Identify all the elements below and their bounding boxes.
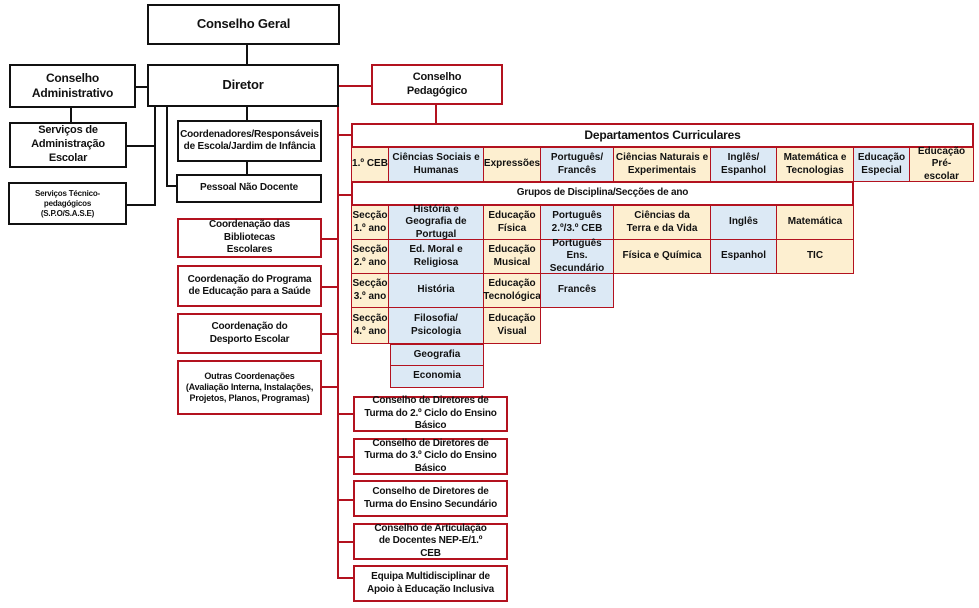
node-conselho-geral[interactable]: Conselho Geral: [147, 4, 340, 45]
node-conselho-administrativo[interactable]: Conselho Administrativo: [9, 64, 136, 108]
groups-title: Grupos de Disciplina/Secções de ano: [351, 181, 854, 206]
connector-diretor-pedagogico: [337, 85, 371, 87]
node-servicos-tecnico[interactable]: Serviços Técnico-pedagógicos (S.P.O/S.A.…: [8, 182, 127, 225]
connector-diretor-coordenadores: [246, 106, 248, 120]
group-cell[interactable]: Português Ens. Secundário: [540, 238, 614, 274]
department-cell[interactable]: Ciências Naturais e Experimentais: [613, 147, 711, 182]
group-cell[interactable]: Francês: [540, 273, 614, 308]
council-item[interactable]: Conselho de Diretores de Turma do Ensino…: [353, 480, 508, 517]
node-servicos-administracao[interactable]: Serviços de Administração Escolar: [9, 122, 127, 168]
department-cell[interactable]: Educação Pré-escolar: [909, 146, 974, 182]
connector-red-trunk: [337, 106, 339, 578]
connector-pedagogico-departments: [435, 104, 437, 124]
group-cell[interactable]: Ciências da Terra e da Vida: [613, 205, 711, 240]
coordination-item[interactable]: Coordenação do Desporto Escolar: [177, 313, 322, 354]
group-cell[interactable]: História: [388, 273, 484, 308]
connector-diretor-pessoal: [166, 106, 168, 186]
group-cell[interactable]: Ed. Moral e Religiosa: [388, 239, 484, 274]
council-item[interactable]: Conselho de Diretores de Turma do 2.º Ci…: [353, 395, 508, 432]
connector-trunk-servicos-admin: [126, 145, 156, 147]
group-cell[interactable]: Secção 1.º ano: [351, 205, 389, 240]
group-cell[interactable]: Secção 2.º ano: [351, 239, 389, 274]
coordination-item[interactable]: Coordenação das Bibliotecas Escolares: [177, 218, 322, 258]
group-cell[interactable]: Secção 4.º ano: [351, 307, 389, 344]
department-cell[interactable]: Expressões: [483, 147, 541, 182]
connector-coordenadores-pessoal: [246, 162, 248, 174]
connector-trunk-council-2: [337, 456, 353, 458]
department-cell[interactable]: Inglês/ Espanhol: [710, 147, 777, 182]
group-cell[interactable]: TIC: [776, 239, 854, 274]
node-diretor[interactable]: Diretor: [147, 64, 339, 107]
group-cell[interactable]: Inglês: [710, 205, 777, 240]
group-cell[interactable]: Português 2.º/3.º CEB: [540, 205, 614, 240]
council-item[interactable]: Conselho de Articulação de Docentes NEP-…: [353, 523, 508, 560]
connector-trunk-council-1: [337, 413, 353, 415]
group-cell[interactable]: Educação Tecnológica: [483, 273, 541, 308]
connector-trunk-coord-1: [322, 238, 339, 240]
group-cell[interactable]: Filosofia/ Psicologia: [388, 307, 484, 344]
coordination-item[interactable]: Outras Coordenações (Avaliação Interna, …: [177, 360, 322, 415]
department-cell[interactable]: 1.º CEB: [351, 147, 389, 182]
group-cell[interactable]: Educação Visual: [483, 307, 541, 344]
department-cell[interactable]: Educação Especial: [853, 147, 910, 182]
group-cell[interactable]: Educação Musical: [483, 239, 541, 274]
council-item[interactable]: Equipa Multidisciplinar de Apoio à Educa…: [353, 565, 508, 602]
connector-admin-diretor: [136, 86, 148, 88]
group-cell[interactable]: História e Geografia de Portugal: [388, 204, 484, 240]
connector-trunk-council-5: [337, 577, 353, 579]
connector-trunk-coord-4: [322, 386, 339, 388]
connector-trunk-council-4: [337, 541, 353, 543]
department-cell[interactable]: Português/ Francês: [540, 147, 614, 182]
department-cell[interactable]: Matemática e Tecnologias: [776, 147, 854, 182]
node-pessoal-nao-docente[interactable]: Pessoal Não Docente: [176, 174, 322, 203]
connector-trunk-servicos-tecnico: [126, 204, 156, 206]
connector-trunk-groups: [337, 194, 351, 196]
group-cell[interactable]: Matemática: [776, 205, 854, 240]
connector-admin-servicos: [70, 108, 72, 122]
group-cell[interactable]: Economia: [390, 365, 484, 388]
connector-diretor-trunk: [154, 106, 156, 206]
group-cell[interactable]: Educação Física: [483, 205, 541, 240]
group-cell[interactable]: Espanhol: [710, 239, 777, 274]
connector-geral-diretor: [246, 44, 248, 64]
connector-trunk-council-3: [337, 499, 353, 501]
departments-title: Departamentos Curriculares: [351, 123, 974, 148]
group-cell[interactable]: Secção 3.º ano: [351, 273, 389, 308]
group-cell[interactable]: Física e Química: [613, 239, 711, 274]
group-cell[interactable]: Geografia: [390, 344, 484, 366]
node-conselho-pedagogico[interactable]: Conselho Pedagógico: [371, 64, 503, 105]
connector-trunk-coord-2: [322, 286, 339, 288]
coordination-item[interactable]: Coordenação do Programa de Educação para…: [177, 265, 322, 307]
connector-trunk-departments: [337, 134, 351, 136]
connector-pessoal-stub: [166, 185, 176, 187]
connector-trunk-coord-3: [322, 333, 339, 335]
department-cell[interactable]: Ciências Sociais e Humanas: [388, 147, 484, 182]
node-coordenadores[interactable]: Coordenadores/Responsáveis de Escola/Jar…: [177, 120, 322, 162]
council-item[interactable]: Conselho de Diretores de Turma do 3.º Ci…: [353, 438, 508, 475]
